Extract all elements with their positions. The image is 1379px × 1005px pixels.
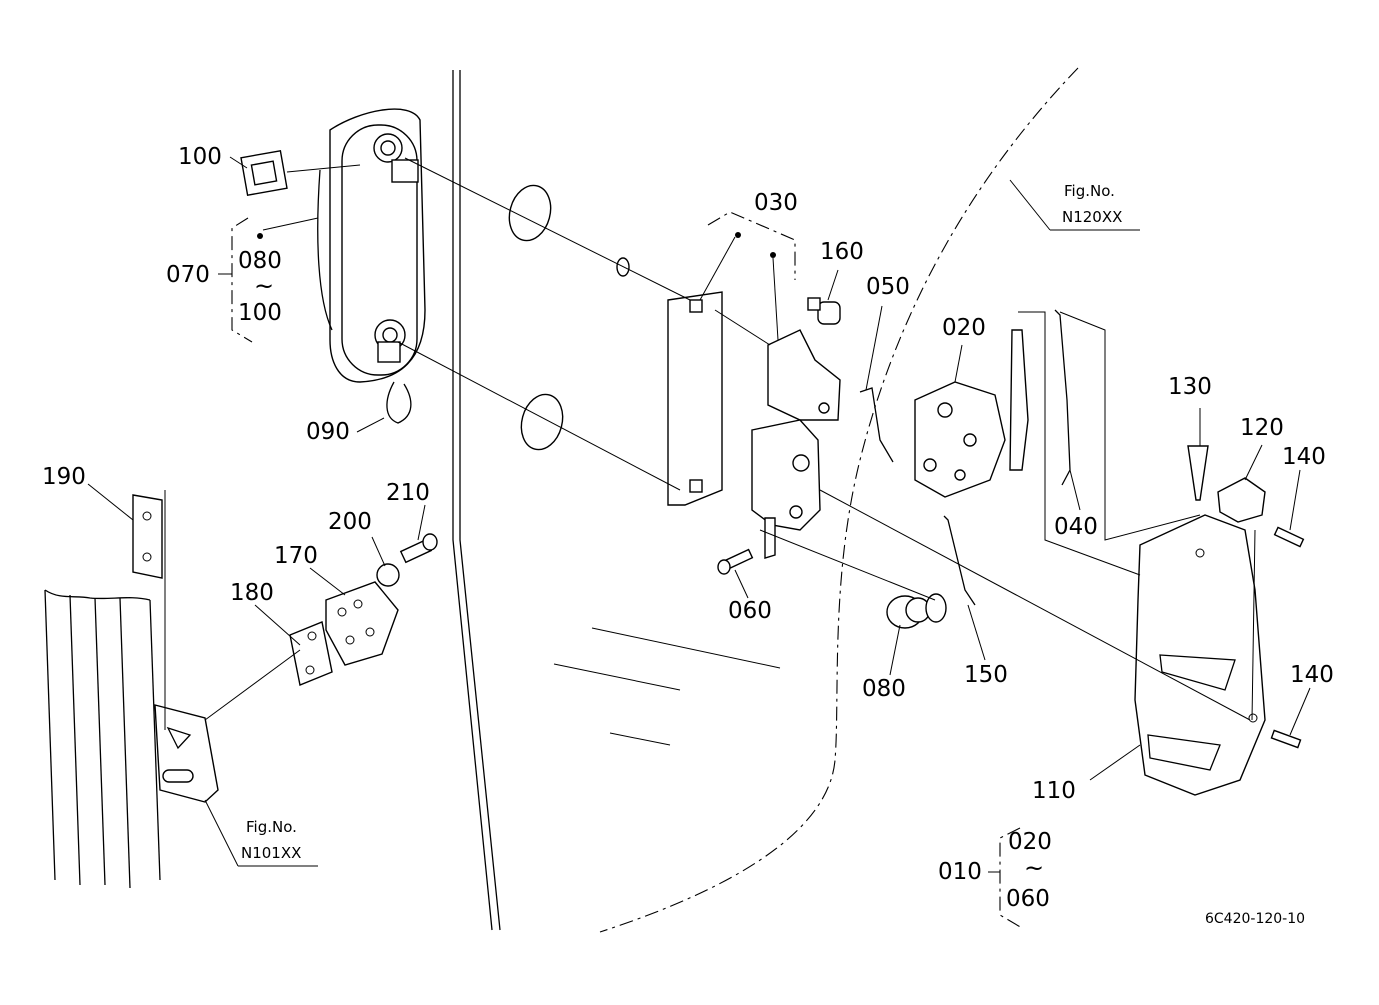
- part-label-010[interactable]: 010: [938, 859, 982, 885]
- part-label-210[interactable]: 210: [386, 480, 430, 506]
- part-label-040[interactable]: 040: [1054, 514, 1098, 540]
- door-pillar: [44, 589, 219, 889]
- part-label-060[interactable]: 060: [728, 598, 772, 624]
- striker-170: [325, 581, 399, 666]
- part-label-100[interactable]: 100: [178, 144, 222, 170]
- bolt-160: [807, 297, 841, 325]
- part-label-150[interactable]: 150: [964, 662, 1008, 688]
- screw-140-lower: [1270, 729, 1302, 749]
- part-label-170[interactable]: 170: [274, 543, 318, 569]
- part-label-180[interactable]: 180: [230, 580, 274, 606]
- cap-120: [1217, 477, 1266, 523]
- part-label-110[interactable]: 110: [1032, 778, 1076, 804]
- bolt-210: [399, 533, 438, 564]
- door-panel-outline: [452, 67, 1079, 933]
- mounting-plate-030: [667, 291, 723, 506]
- escutcheon-100: [240, 150, 288, 196]
- range-tilde-070: ~: [254, 272, 275, 300]
- screw-060: [717, 548, 754, 575]
- part-label-080[interactable]: 080: [862, 676, 906, 702]
- part-label-090[interactable]: 090: [306, 419, 350, 445]
- part-label-140-lower[interactable]: 140: [1290, 662, 1334, 688]
- latch-bracket: [751, 329, 841, 559]
- part-label-120[interactable]: 120: [1240, 415, 1284, 441]
- key-cylinder-080: [886, 593, 947, 629]
- rod-040: [1054, 309, 1071, 486]
- outer-handle-070: [317, 108, 426, 383]
- group-brackets: [218, 211, 1023, 929]
- range-tilde-010: ~: [1024, 854, 1045, 882]
- door-holes: [508, 184, 630, 451]
- part-label-060-range-end[interactable]: 060: [1006, 886, 1050, 912]
- inner-cover-110: [1134, 514, 1266, 796]
- part-label-190[interactable]: 190: [42, 464, 86, 490]
- part-label-020-range-start[interactable]: 020: [1008, 829, 1052, 855]
- part-label-140-upper[interactable]: 140: [1282, 444, 1326, 470]
- lock-body-020: [914, 329, 1029, 498]
- plate-190: [132, 494, 163, 579]
- rod-050: [859, 387, 894, 463]
- screw-140-upper: [1273, 526, 1305, 548]
- ref-number-n101[interactable]: N101XX: [241, 844, 302, 862]
- ref-title-n120: Fig.No.: [1064, 182, 1115, 200]
- ref-number-n120[interactable]: N120XX: [1062, 208, 1123, 226]
- part-label-030[interactable]: 030: [754, 190, 798, 216]
- washer-200: [376, 563, 400, 587]
- part-label-100-range-end[interactable]: 100: [238, 300, 282, 326]
- figure-code: 6C420-120-10: [1205, 911, 1306, 927]
- part-label-070[interactable]: 070: [166, 262, 210, 288]
- rod-150: [943, 515, 976, 606]
- shim-180: [289, 621, 333, 686]
- part-label-020[interactable]: 020: [942, 315, 986, 341]
- plug-130: [1187, 445, 1209, 501]
- part-label-080-range-start[interactable]: 080: [238, 248, 282, 274]
- part-label-200[interactable]: 200: [328, 509, 372, 535]
- clip-090: [386, 381, 412, 424]
- ref-title-n101: Fig.No.: [246, 818, 297, 836]
- part-label-050[interactable]: 050: [866, 274, 910, 300]
- leader-lines: [87, 156, 1311, 867]
- part-label-130[interactable]: 130: [1168, 374, 1212, 400]
- part-label-160[interactable]: 160: [820, 239, 864, 265]
